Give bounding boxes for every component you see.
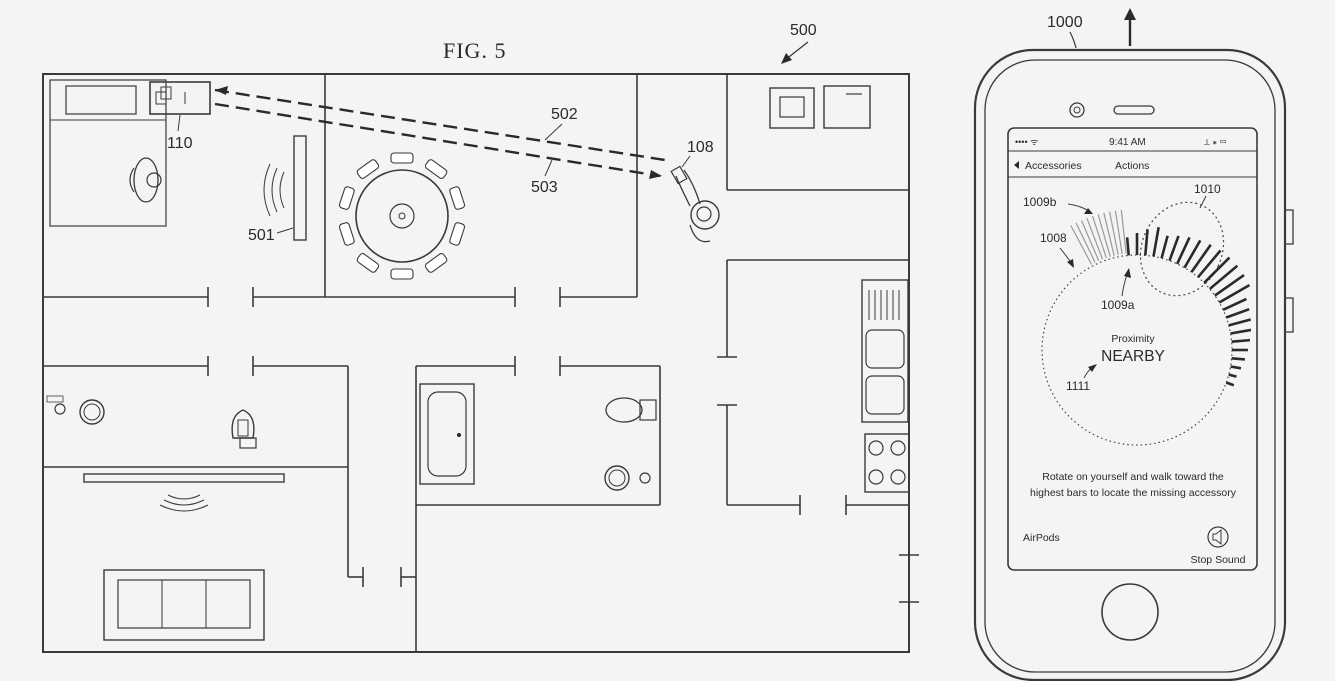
chair xyxy=(391,269,413,279)
signal-bar xyxy=(1127,237,1129,255)
dining-table xyxy=(339,153,466,279)
ghost-bars xyxy=(1071,210,1126,264)
label-beacon: 501 xyxy=(248,227,275,244)
chair xyxy=(424,252,448,273)
floor-plan: 110 501 502 503 xyxy=(43,74,919,652)
bathtub xyxy=(420,384,474,484)
lamp-device xyxy=(232,410,256,448)
back-label: Accessories xyxy=(1025,160,1082,172)
signal-bar xyxy=(1198,250,1220,277)
bed xyxy=(50,80,166,226)
phone: 1000 •••• ᯤ 9:41 AM ⟂ ∗ ▭ Accessories Ac… xyxy=(975,8,1293,680)
signal-bar xyxy=(1226,382,1234,385)
signal-bar xyxy=(1223,299,1246,310)
nav-title: Actions xyxy=(1115,160,1149,172)
chair xyxy=(449,222,465,246)
callout-ring: 1008 xyxy=(1040,231,1067,245)
signal-paths xyxy=(215,86,665,179)
beacon-device xyxy=(264,136,306,240)
signal-bar xyxy=(1232,340,1250,342)
signal-bar xyxy=(1210,266,1238,289)
label-path-b: 503 xyxy=(531,179,558,196)
proximity-graphic xyxy=(1042,189,1251,445)
status-time: 9:41 AM xyxy=(1109,137,1146,148)
chair xyxy=(339,222,355,246)
signal-bar xyxy=(1204,258,1229,283)
ghost-bar xyxy=(1104,213,1114,256)
signal-bar xyxy=(1232,358,1245,359)
instructions-line-2: highest bars to locate the missing acces… xyxy=(1030,487,1237,499)
callout-pointer: 1009b xyxy=(1023,195,1057,209)
stop-sound-label: Stop Sound xyxy=(1191,554,1246,566)
signal-bar xyxy=(1169,236,1178,261)
callout-proximity: 1111 xyxy=(1066,379,1090,393)
status-icons: ⟂ ∗ ▭ xyxy=(1204,137,1227,147)
person-icon xyxy=(130,158,161,202)
proximity-value: NEARBY xyxy=(1101,348,1165,365)
ghost-bar xyxy=(1071,226,1092,265)
home-button[interactable] xyxy=(1102,584,1158,640)
signal-bar xyxy=(1229,375,1237,377)
toilet xyxy=(606,398,656,422)
sofa xyxy=(104,570,264,640)
chair xyxy=(356,252,380,273)
instructions-line-1: Rotate on yourself and walk toward the xyxy=(1042,471,1224,483)
chair xyxy=(424,159,448,180)
callout-region: 1010 xyxy=(1194,182,1221,196)
signal-bar xyxy=(1226,309,1249,317)
callout-bars: 1009a xyxy=(1101,298,1135,312)
tv-bar xyxy=(84,474,284,482)
signal-bar xyxy=(1162,236,1168,258)
display-device xyxy=(150,82,210,114)
kitchen-counter xyxy=(862,280,909,492)
label-phone: 1000 xyxy=(1047,14,1083,31)
signal-bar xyxy=(1231,366,1241,368)
ghost-bar xyxy=(1121,210,1126,254)
chair xyxy=(356,159,380,180)
back-button[interactable]: Accessories xyxy=(1014,160,1082,172)
status-carrier: •••• ᯤ xyxy=(1015,137,1038,147)
user-icon xyxy=(671,166,719,241)
signal-bar xyxy=(1145,230,1147,256)
signal-bar xyxy=(1153,227,1158,256)
chair xyxy=(339,186,355,210)
chair xyxy=(391,153,413,163)
speaker-device-2 xyxy=(605,466,650,490)
device-name: AirPods xyxy=(1023,532,1060,544)
figure-title: FIG. 5 xyxy=(443,38,506,63)
label-path-a: 502 xyxy=(551,106,578,123)
label-user-device: 108 xyxy=(687,139,714,156)
speaker-icon xyxy=(1208,527,1228,547)
signal-bar xyxy=(1231,330,1251,334)
stop-sound-button[interactable]: Stop Sound xyxy=(1191,527,1246,566)
signal-bar xyxy=(1229,320,1251,326)
label-display: 110 xyxy=(167,135,193,152)
signal-bar xyxy=(1215,275,1244,295)
label-house: 500 xyxy=(790,22,817,39)
chair xyxy=(449,186,465,210)
speaker-device xyxy=(47,396,104,424)
back-chevron-icon xyxy=(1014,161,1019,169)
proximity-label: Proximity xyxy=(1111,333,1155,345)
